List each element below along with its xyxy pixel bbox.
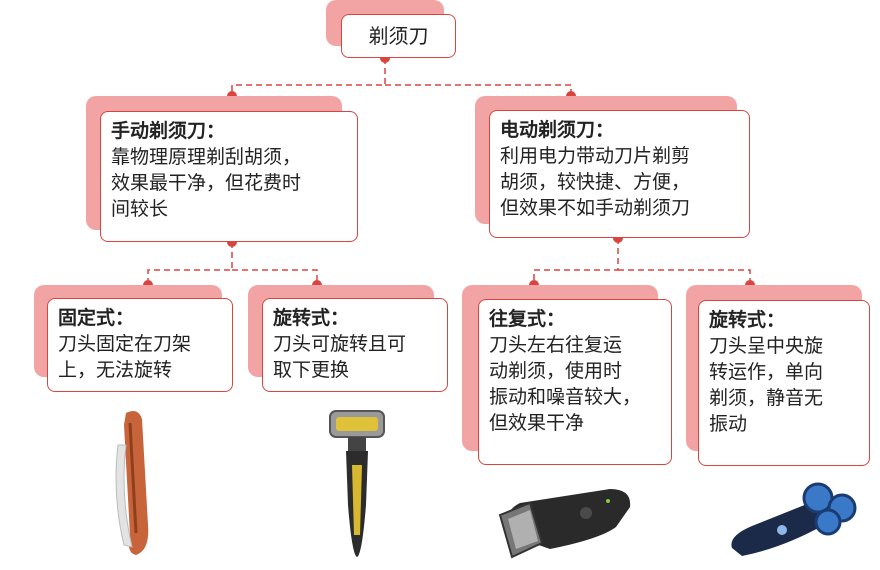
root-node: 剃须刀	[341, 14, 456, 58]
reciprocating-desc-3: 振动和噪音较大，	[489, 386, 642, 408]
electric-rotary-desc-4: 振动	[709, 413, 748, 435]
electric-rotary-desc-1: 刀头呈中央旋	[709, 335, 824, 357]
straight-razor-icon	[115, 411, 149, 555]
fixed-razor-desc-1: 刀头固定在刀架	[58, 333, 192, 355]
electric-razor-desc-2: 胡须，较快捷、方便，	[500, 171, 691, 193]
manual-razor-desc-3: 间较长	[111, 198, 169, 220]
manual-razor-desc-1: 靠物理原理剃刮胡须，	[111, 146, 302, 168]
fixed-razor-title: 固定式：	[58, 307, 135, 329]
electric-rotary-desc-3: 剃须，静音无	[709, 387, 824, 409]
fixed-razor-desc-2: 上，无法旋转	[58, 359, 173, 381]
reciprocating-desc-4: 但效果干净	[489, 412, 585, 434]
manual-razor-desc-2: 效果最干净，但花费时	[111, 172, 302, 194]
reciprocating-title: 往复式：	[489, 308, 566, 330]
manual-razor-title: 手动剃须刀：	[111, 120, 226, 142]
reciprocating-desc-1: 刀头左右往复运	[489, 334, 623, 356]
root-label: 剃须刀	[368, 24, 429, 48]
foil-shaver-icon	[498, 489, 631, 559]
manual-rotary-title: 旋转式：	[273, 307, 350, 329]
electric-razor-node: 电动剃须刀： 利用电力带动刀片剃剪 胡须，较快捷、方便， 但效果不如手动剃须刀	[489, 110, 750, 238]
cartridge-razor-icon	[329, 410, 385, 557]
electric-razor-desc-3: 但效果不如手动剃须刀	[500, 197, 691, 219]
reciprocating-desc-2: 动剃须，使用时	[489, 360, 623, 382]
manual-rotary-desc-2: 取下更换	[273, 359, 350, 381]
electric-rotary-desc-2: 转运作，单向	[709, 361, 824, 383]
manual-rotary-node: 旋转式： 刀头可旋转且可 取下更换	[262, 298, 448, 392]
electric-razor-desc-1: 利用电力带动刀片剃剪	[500, 145, 691, 167]
manual-rotary-desc-1: 刀头可旋转且可	[273, 333, 407, 355]
electric-rotary-title: 旋转式：	[709, 309, 786, 331]
electric-razor-title: 电动剃须刀：	[500, 119, 615, 141]
manual-razor-node: 手动剃须刀： 靠物理原理剃刮胡须， 效果最干净，但花费时 间较长	[100, 111, 358, 242]
rotary-shaver-icon	[731, 482, 857, 556]
fixed-razor-node: 固定式： 刀头固定在刀架 上，无法旋转	[47, 298, 233, 392]
reciprocating-node: 往复式： 刀头左右往复运 动剃须，使用时 振动和噪音较大， 但效果干净	[478, 299, 672, 465]
electric-rotary-node: 旋转式： 刀头呈中央旋 转运作，单向 剃须，静音无 振动	[698, 300, 870, 466]
